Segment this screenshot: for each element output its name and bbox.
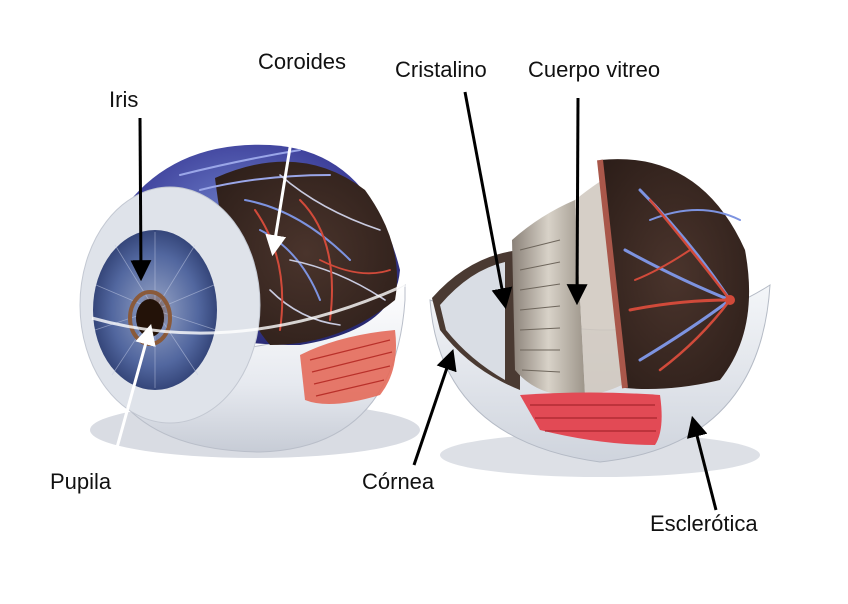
pointer-arrows (111, 79, 718, 511)
right-muscle-fibers (530, 404, 657, 432)
right-optic-disc (725, 295, 735, 305)
cristalino-pointer (463, 91, 513, 310)
left-choroid-brown (215, 161, 397, 345)
iris-pointer (130, 117, 152, 282)
pupila-label: Pupila (50, 469, 112, 494)
right-ciliary-ridges (519, 239, 561, 373)
cuerpo-vitreo-label: Cuerpo vitreo (528, 57, 661, 82)
right-half-eye (429, 159, 771, 477)
esclerotica-pointer (686, 415, 718, 511)
left-muscle (300, 330, 396, 404)
esclerotica-label: Esclerótica (650, 511, 758, 536)
right-vessels (623, 188, 741, 372)
left-band-edge (91, 283, 406, 335)
cornea-pointer (412, 349, 457, 466)
iris-label: Iris (109, 87, 139, 112)
cuerpo-vitreo-pointer (566, 97, 588, 306)
cornea-label: Córnea (362, 469, 435, 494)
left-eyeball (79, 144, 420, 458)
right-lens (512, 200, 585, 396)
coroides-label: Coroides (258, 49, 347, 74)
right-cornea-window (440, 262, 505, 380)
cristalino-label: Cristalino (395, 57, 487, 82)
right-muscle (520, 392, 662, 445)
coroides-pointer (265, 79, 303, 257)
left-muscle-fibers (309, 339, 393, 397)
right-choroid-edge (597, 159, 628, 389)
pupila-pointer (111, 323, 156, 463)
